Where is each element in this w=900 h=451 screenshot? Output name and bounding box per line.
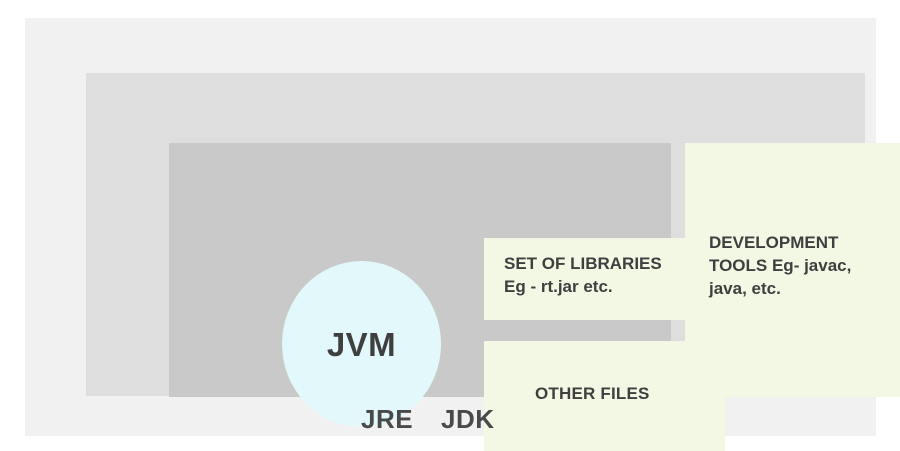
jdk-label: JDK: [441, 404, 495, 434]
jre-container: JVM SET OF LIBRARIES Eg - rt.jar etc. OT…: [86, 73, 900, 451]
other-files-box: OTHER FILES: [484, 341, 725, 451]
development-tools-box: DEVELOPMENT TOOLS Eg- javac, java, etc.: [685, 143, 900, 397]
jvm-label: JVM: [326, 325, 397, 363]
jre-label: JRE: [361, 404, 414, 434]
jvm-ellipse: JVM: [282, 261, 441, 427]
development-tools-label: DEVELOPMENT TOOLS Eg- javac, java, etc.: [709, 233, 852, 298]
jdk-container: JVM SET OF LIBRARIES Eg - rt.jar etc. OT…: [25, 18, 900, 451]
jre-inner-panel: JVM SET OF LIBRARIES Eg - rt.jar etc. OT…: [169, 143, 725, 451]
set-of-libraries-label: SET OF LIBRARIES Eg - rt.jar etc.: [504, 254, 662, 296]
set-of-libraries-box: SET OF LIBRARIES Eg - rt.jar etc.: [484, 238, 725, 320]
other-files-label: OTHER FILES: [535, 384, 650, 403]
